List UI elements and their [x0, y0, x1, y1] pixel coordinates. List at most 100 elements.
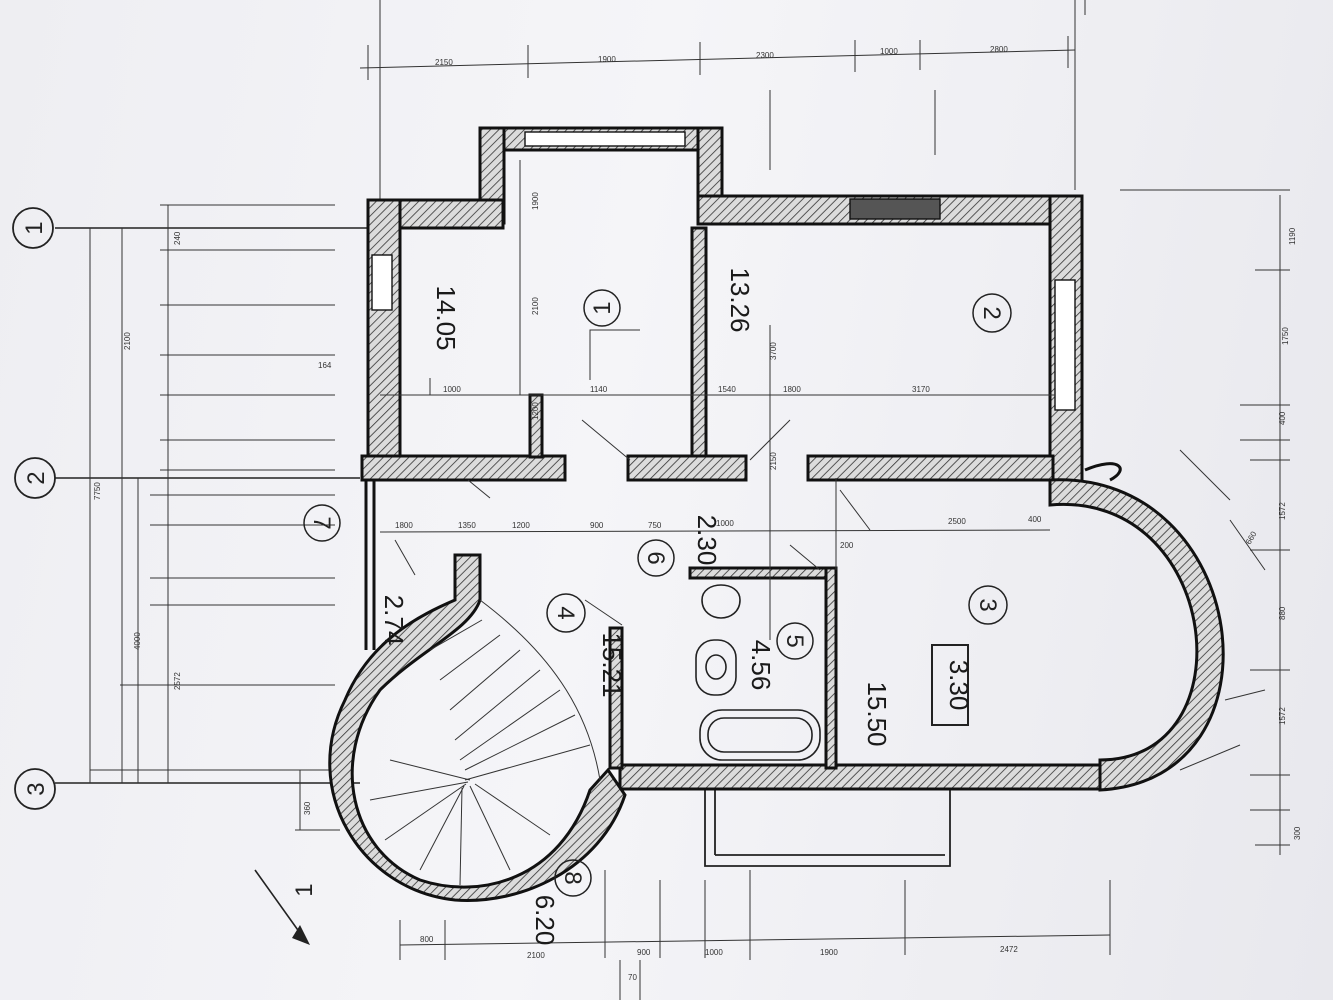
dim-right-300: 300: [1293, 826, 1302, 840]
room-6-number: 6: [642, 551, 669, 564]
dim-left-4000: 4000: [133, 632, 142, 650]
dim-inner-1800: 1800: [395, 521, 413, 530]
room-2-tag: 2 13.26: [725, 267, 1012, 333]
room-4-number: 4: [552, 606, 579, 619]
dim-inner-1540: 1540: [718, 385, 736, 394]
dim-inner-1140: 1140: [590, 385, 608, 394]
axis-label-3: 3: [23, 782, 50, 795]
right-dimension-lines: [1120, 189, 1290, 855]
balcony-outline: [704, 790, 951, 867]
dim-inner-2500: 2500: [948, 517, 966, 526]
section-label: 1: [291, 883, 318, 896]
dim-left-164: 164: [318, 361, 332, 370]
level-mark-box: [931, 644, 969, 726]
axis-marker-1: 1: [12, 207, 54, 249]
dim-top-1000: 1000: [880, 47, 898, 56]
dim-bottom-800: 800: [420, 935, 434, 944]
dim-inner-200: 200: [840, 541, 854, 550]
left-lower-wall: [364, 480, 376, 650]
bottom-dimension-text: 800 2100 900 1000 1900 2472 70: [420, 935, 1018, 982]
axis-label-1: 1: [21, 221, 48, 234]
dim-bottom-70: 70: [628, 973, 637, 982]
room-2-area: 13.26: [725, 267, 755, 332]
axis-lines: [55, 227, 380, 784]
dim-bottom-2472: 2472: [1000, 945, 1018, 954]
room-5-tag: 5 4.56: [746, 622, 814, 691]
dim-right-660: 660: [1244, 529, 1259, 546]
room-3-area: 15.50: [862, 681, 892, 746]
right-dimension-text: 1190 1750 400 660 1572 880 1572 300: [1244, 227, 1302, 840]
dim-inner-1000-b: 1000: [443, 385, 461, 394]
section-marker: 1: [254, 869, 318, 945]
dim-top-1900: 1900: [598, 55, 616, 64]
left-dimension-lines: [89, 204, 340, 831]
room-8-area: 6.20: [530, 895, 560, 946]
dim-bottom-1900: 1900: [820, 948, 838, 957]
dim-inner-400: 400: [1028, 515, 1042, 524]
dim-left-360: 360: [303, 801, 312, 815]
dim-left-2100: 2100: [123, 332, 132, 350]
room-4-tag: 4 15.21: [546, 593, 627, 698]
level-mark: 3.30: [944, 660, 974, 711]
room-7-area: 2.74: [379, 595, 409, 646]
dim-inner-3170: 3170: [912, 385, 930, 394]
left-dimension-text: 2100 7750 4000 2572 164 240 360: [93, 231, 332, 815]
dim-inner-2100: 2100: [531, 297, 540, 315]
bottom-dimension-lines: [399, 870, 1111, 1000]
room-8-number: 8: [559, 871, 586, 884]
room-labels: 1 14.05 2 13.26 3 15.50 3.30 4 15.21 5 4…: [303, 267, 1012, 946]
staircase: [328, 553, 627, 902]
room-7-number: 7: [308, 516, 335, 529]
dim-inner-1200-b: 1200: [531, 402, 540, 420]
interior-dimension-text: 1800 1350 1200 900 750 1000 2500 400 317…: [395, 192, 1042, 550]
dim-inner-1800-b: 1800: [783, 385, 801, 394]
dim-left-7750: 7750: [93, 482, 102, 500]
dim-inner-1900-b: 1900: [531, 192, 540, 210]
dim-left-240: 240: [173, 231, 182, 245]
dim-inner-1000: 1000: [716, 519, 734, 528]
top-dimension-lines: [359, 0, 1086, 200]
dim-inner-3700: 3700: [769, 342, 778, 360]
dim-inner-1350: 1350: [458, 521, 476, 530]
room-2-number: 2: [978, 306, 1005, 319]
room-1-area: 14.05: [431, 285, 461, 350]
dim-right-400: 400: [1278, 411, 1287, 425]
room-5-area: 4.56: [746, 640, 776, 691]
axis-marker-3: 3: [14, 768, 56, 810]
dim-inner-750: 750: [648, 521, 662, 530]
dim-right-1572-b: 1572: [1278, 707, 1287, 725]
room-6-area: 2.30: [692, 515, 722, 566]
dim-inner-2150: 2150: [769, 452, 778, 470]
axis-label-2: 2: [23, 471, 50, 484]
dim-right-880: 880: [1278, 606, 1287, 620]
axis-marker-2: 2: [14, 457, 56, 499]
dim-top-2150: 2150: [435, 58, 453, 67]
room-3-tag: 3 15.50 3.30: [862, 585, 1008, 747]
interior-dimension-lines: [379, 160, 1055, 640]
windows: [371, 131, 1076, 411]
dim-bottom-900: 900: [637, 948, 651, 957]
dim-top-2300: 2300: [756, 51, 774, 60]
dim-right-1572-a: 1572: [1278, 502, 1287, 520]
room-5-number: 5: [781, 634, 808, 647]
room-8-tag: 8 6.20: [530, 859, 592, 946]
dim-right-1750: 1750: [1281, 327, 1290, 345]
bathtub-icon: [699, 709, 821, 761]
room-6-tag: 6 2.30: [637, 515, 722, 577]
dim-inner-900: 900: [590, 521, 604, 530]
sink-icon: [695, 639, 737, 696]
dim-bottom-2100: 2100: [527, 951, 545, 960]
room-4-area: 15.21: [597, 632, 627, 697]
room-1-tag: 1 14.05: [431, 285, 621, 351]
dim-bottom-1000: 1000: [705, 948, 723, 957]
toilet-icon: [701, 584, 741, 619]
bathroom-fixtures: [695, 584, 821, 761]
room-3-number: 3: [974, 598, 1001, 611]
dim-top-2800: 2800: [990, 45, 1008, 54]
dim-right-1190: 1190: [1288, 227, 1297, 245]
room-1-number: 1: [589, 301, 616, 314]
dim-inner-1200: 1200: [512, 521, 530, 530]
top-dimension-text: 2150 1900 2300 1000 2800: [435, 45, 1008, 67]
